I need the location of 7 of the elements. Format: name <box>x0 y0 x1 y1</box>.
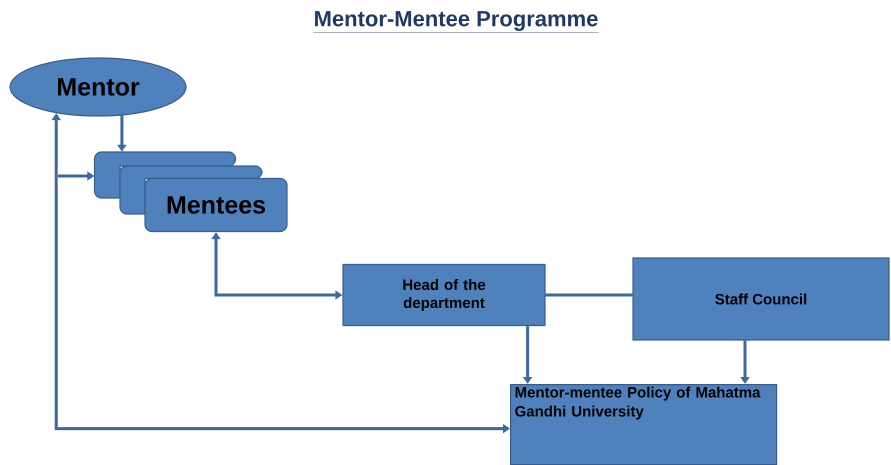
stacked-box <box>119 165 263 215</box>
process-box: Head of the department <box>342 264 546 326</box>
process-box: Mentor-mentee Policy of Mahatma Gandhi University <box>510 384 778 465</box>
rounded-box: Mentees <box>144 178 288 232</box>
process-box: Staff Council <box>632 257 890 341</box>
title: Mentor-Mentee Programme <box>313 11 599 32</box>
ellipse-node: Mentor <box>9 57 187 117</box>
